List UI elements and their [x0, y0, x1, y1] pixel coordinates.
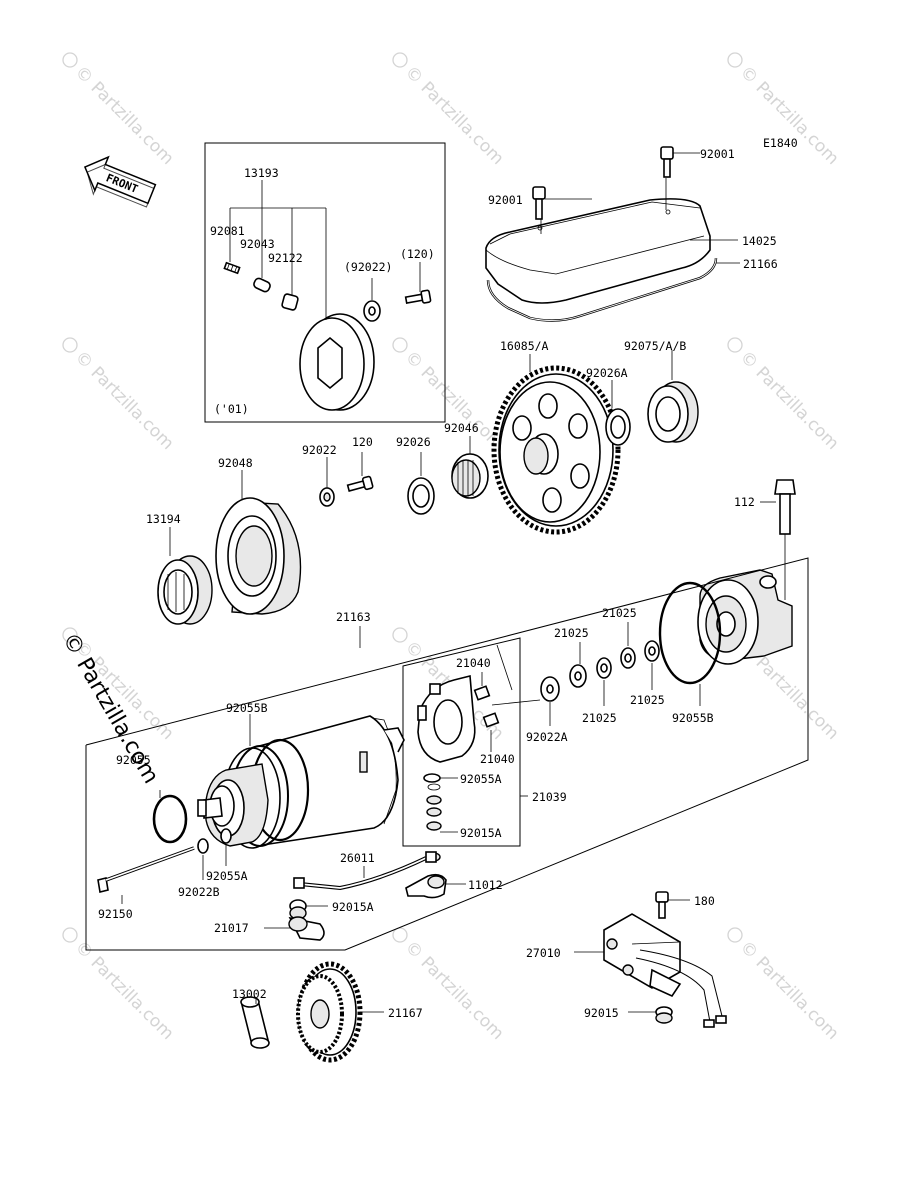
watermark-text: © Partzilla.com [401, 937, 508, 1044]
bolt-120 [346, 475, 374, 492]
nut-92015 [655, 1006, 673, 1024]
label-92022b: 92022B [178, 885, 220, 899]
starter-end-cover [697, 569, 793, 665]
kit-year-label: ('01) [214, 402, 249, 416]
label-92046: 92046 [444, 421, 479, 435]
label-21163: 21163 [336, 610, 371, 624]
watermark-text: © Partzilla.com [736, 347, 843, 454]
label-21025: 21025 [554, 626, 589, 640]
lead-wire-26011 [293, 851, 437, 891]
gear-21167 [296, 961, 363, 1063]
long-bolt-92150 [97, 846, 195, 893]
label-92022a: 92022A [526, 730, 568, 744]
watermark-text: © Partzilla.com [736, 62, 843, 169]
watermark-text: © Partzilla.com [71, 62, 178, 169]
starter-cover [485, 198, 718, 322]
label-92055a: 92055A [460, 772, 502, 786]
label-92001: 92001 [488, 193, 523, 207]
label-27010: 27010 [526, 946, 561, 960]
label-92001: 92001 [700, 147, 735, 161]
leader-lines [121, 152, 786, 1013]
label-92122: 92122 [268, 251, 303, 265]
label-14025: 14025 [742, 234, 777, 248]
label-16085: 16085/A [500, 339, 549, 353]
label-92150: 92150 [98, 907, 133, 921]
label-11012: 11012 [468, 878, 503, 892]
label-112: 112 [734, 495, 755, 509]
front-arrow-icon: FRONT [83, 155, 157, 208]
washer-stack-21025 [540, 640, 660, 702]
boot-11012 [405, 873, 447, 899]
seal-92075 [647, 381, 699, 443]
label-21025: 21025 [582, 711, 617, 725]
label-21025: 21025 [602, 606, 637, 620]
terminal-stack [423, 773, 442, 862]
bolt-92001-right [660, 146, 674, 178]
label-92026: 92026 [396, 435, 431, 449]
label-92015a: 92015A [332, 900, 374, 914]
label-21039: 21039 [532, 790, 567, 804]
label-21025: 21025 [630, 693, 665, 707]
label-92022-kit: (92022) [344, 260, 392, 274]
label-120: 120 [352, 435, 373, 449]
starter-relay-27010 [603, 913, 727, 1028]
diagram-code: E1840 [763, 136, 798, 150]
bolt-92001-left [532, 186, 546, 220]
idler-gear [491, 365, 621, 535]
label-21167: 21167 [388, 1006, 423, 1020]
part-labels: 92001 92001 14025 21166 13193 92081 9204… [98, 147, 778, 1020]
label-21040: 21040 [456, 656, 491, 670]
nut-92015a [289, 899, 307, 920]
bearing-13194 [157, 555, 213, 625]
watermark-text: © Partzilla.com [736, 937, 843, 1044]
label-92022: 92022 [302, 443, 337, 457]
label-21040: 21040 [480, 752, 515, 766]
brush-21040-top [473, 685, 491, 701]
starter-motor [197, 715, 405, 849]
label-92055b: 92055B [672, 711, 714, 725]
watermark-text: © Partzilla.com [401, 62, 508, 169]
o-ring-92055 [152, 794, 188, 844]
label-92015: 92015 [584, 1006, 619, 1020]
o-ring-92055b-right [658, 581, 722, 685]
label-21017: 21017 [214, 921, 249, 935]
bolt-180 [655, 891, 669, 919]
needle-bearing-92046 [451, 453, 489, 499]
label-92048: 92048 [218, 456, 253, 470]
label-92026a: 92026A [586, 366, 628, 380]
kit-parts [223, 261, 432, 411]
watermark-text: © Partzilla.com [71, 347, 178, 454]
label-120-kit: (120) [400, 247, 435, 261]
label-13194: 13194 [146, 512, 181, 526]
bolt-112 [774, 479, 796, 535]
label-92055b: 92055B [226, 701, 268, 715]
label-92055: 92055 [116, 753, 151, 767]
label-92015a: 92015A [460, 826, 502, 840]
label-26011: 26011 [340, 851, 375, 865]
label-13193: 13193 [244, 166, 279, 180]
collar-13002 [240, 996, 270, 1049]
label-13002: 13002 [232, 987, 267, 1001]
kit-leaders [229, 180, 421, 320]
label-92075: 92075/A/B [624, 339, 686, 353]
brush-plate-21039 [417, 674, 476, 763]
watermark-grid: © Partzilla.com © Partzilla.com © Partzi… [62, 52, 843, 1044]
cable-21017 [288, 916, 325, 941]
brush-holder-box [402, 637, 521, 847]
label-92055a: 92055A [206, 869, 248, 883]
label-180: 180 [694, 894, 715, 908]
kit-box [204, 142, 446, 423]
label-21166: 21166 [743, 257, 778, 271]
watermark-text: © Partzilla.com [71, 937, 178, 1044]
clutch-housing-92048 [215, 497, 302, 615]
brush-21040-bottom [482, 712, 500, 728]
label-92081: 92081 [210, 224, 245, 238]
label-92043: 92043 [240, 237, 275, 251]
